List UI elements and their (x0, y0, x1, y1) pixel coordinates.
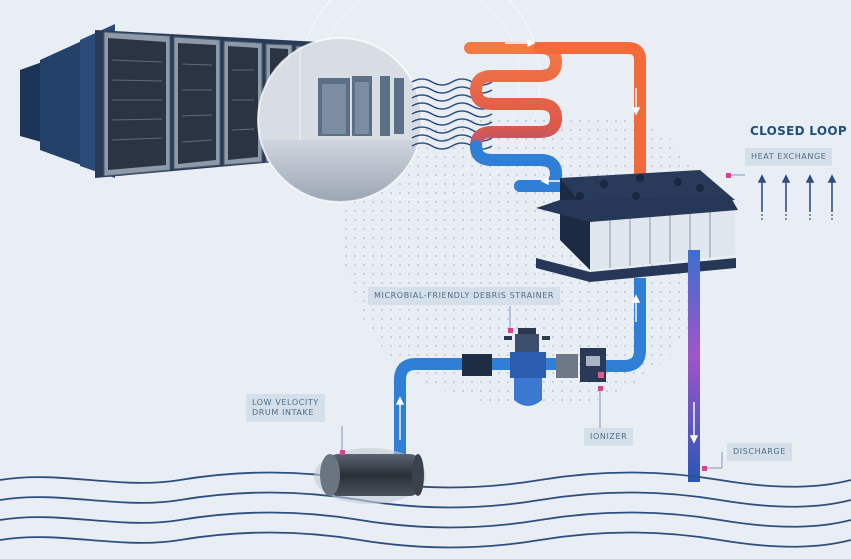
discharge-label: DISCHARGE (727, 443, 792, 461)
water-waves (0, 471, 851, 549)
flow-arrow-icon (757, 174, 837, 212)
discharge-pipe (688, 250, 700, 482)
data-center-view (258, 38, 422, 202)
intake-label-line1: LOW VELOCITY (252, 398, 319, 407)
intake-pipe (394, 358, 560, 456)
cold-supply-pipe (606, 278, 646, 372)
strainer-icon (462, 328, 550, 406)
strainer-label: MICROBIAL-FRIENDLY DEBRIS STRAINER (368, 287, 561, 305)
closed-loop-title: CLOSED LOOP (750, 124, 847, 138)
ionizer-label: IONIZER (584, 428, 634, 446)
ionizer-icon (556, 348, 606, 382)
intake-label-line2: DRUM INTAKE (252, 408, 315, 417)
flow-arrow-icon (631, 294, 641, 322)
drum-intake-icon (314, 448, 426, 504)
intake-label: LOW VELOCITY DRUM INTAKE (246, 394, 325, 422)
flow-arrow-icon (689, 402, 699, 444)
heat-exchange-label: HEAT EXCHANGE (745, 148, 833, 166)
label-connector (340, 173, 731, 471)
flow-arrow-icon (505, 38, 641, 186)
flow-arrow-icon (395, 396, 405, 440)
